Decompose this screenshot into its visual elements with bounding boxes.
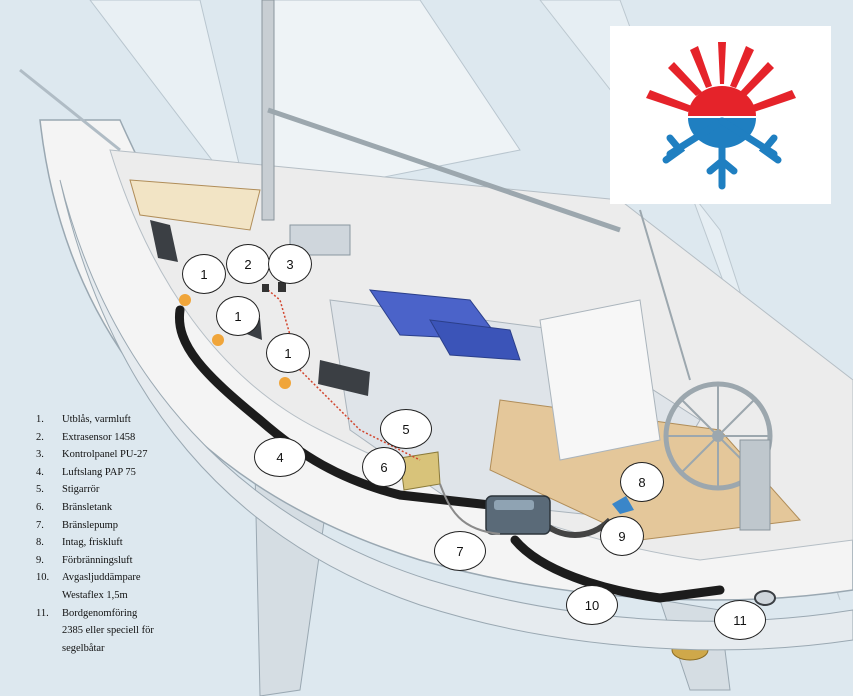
legend-item: 2385 eller speciell för xyxy=(36,622,232,640)
legend-number: 1. xyxy=(36,414,44,425)
fresh-air-intake-icon xyxy=(612,496,634,514)
legend-text: Bordgenomföring xyxy=(62,607,138,619)
legend-number: 4. xyxy=(36,466,44,478)
legend-item: 8. Intag, friskluft xyxy=(36,534,232,552)
callout-5-riser: 5 xyxy=(380,409,432,449)
callout-1-outlet-c: 1 xyxy=(266,333,310,373)
cockpit-bulkhead xyxy=(539,299,661,461)
heater-unit-highlight xyxy=(494,500,534,510)
callout-3-control-panel: 3 xyxy=(268,244,312,284)
legend-text: 2385 eller speciell för xyxy=(62,625,154,637)
outlet-icon-1 xyxy=(179,294,191,306)
legend-text: Extrasensor 1458 xyxy=(62,431,136,443)
legend-number: 8. xyxy=(36,537,44,549)
outlet-icon-2 xyxy=(212,334,224,346)
callout-1-outlet-a: 1 xyxy=(182,254,226,294)
legend-item: segelbåtar xyxy=(36,640,232,658)
callout-2-sensor: 2 xyxy=(226,244,270,284)
legend-item: 7. Bränslepump xyxy=(36,517,232,535)
callout-8-fresh-air-intake: 8 xyxy=(620,462,664,502)
legend-text: Förbränningsluft xyxy=(62,554,133,566)
galley-counter xyxy=(129,179,261,231)
genoa-sail xyxy=(89,0,251,211)
warm-air-hose xyxy=(174,305,495,510)
legend-number: 7. xyxy=(36,519,44,531)
legend-item: Westaflex 1,5m xyxy=(36,587,232,605)
callout-6-fuel-tank: 6 xyxy=(362,447,406,487)
legend-text: Stigarrör xyxy=(62,484,100,496)
legend-number: 6. xyxy=(36,501,44,513)
legend-item: 11. Bordgenomföring xyxy=(36,605,232,623)
exhaust-hose xyxy=(510,535,725,603)
legend-text: segelbåtar xyxy=(62,642,105,654)
legend-text: Westaflex 1,5m xyxy=(62,589,128,601)
legend-number: 5. xyxy=(36,484,44,496)
boom xyxy=(267,107,621,233)
control-wire xyxy=(267,289,421,461)
sun-snowflake-logo-icon xyxy=(646,42,796,190)
control-panel-icon xyxy=(278,282,286,292)
legend-item: 6. Bränsletank xyxy=(36,499,232,517)
callout-9-combustion-air: 9 xyxy=(600,516,644,556)
callout-11-through-hull: 11 xyxy=(714,600,766,640)
porthole-window-1 xyxy=(150,220,178,262)
snowflake-icon xyxy=(662,117,782,190)
legend-item: 1. Utblås, varmluft xyxy=(36,411,232,429)
cabin-seat-blue-2 xyxy=(429,319,521,361)
legend-item: 5. Stigarrör xyxy=(36,481,232,499)
legend-item: 3. Kontrolpanel PU-27 xyxy=(36,446,232,464)
legend-number: 10. xyxy=(36,572,50,584)
bow-rail xyxy=(19,68,121,152)
legend-number: 9. xyxy=(36,554,44,566)
legend-number: 2. xyxy=(36,431,44,443)
logo xyxy=(610,26,831,204)
hull-side xyxy=(59,179,853,651)
stay-wire xyxy=(639,209,691,381)
legend-text: Intag, friskluft xyxy=(62,537,123,549)
legend-item: 9. Förbränningsluft xyxy=(36,552,232,570)
parts-legend: 1. Utblås, varmluft 2. Extrasensor 1458 3.… xyxy=(36,411,232,657)
legend-item: 4. Luftslang PAP 75 xyxy=(36,464,232,482)
legend-text: Bränslepump xyxy=(62,519,118,531)
callout-1-outlet-b: 1 xyxy=(216,296,260,336)
through-hull-fitting-icon xyxy=(754,590,776,606)
fuel-line xyxy=(439,483,501,535)
legend-text: Bränsletank xyxy=(62,501,113,513)
legend-text: Kontrolpanel PU-27 xyxy=(62,449,148,461)
legend-text: Utblås, varmluft xyxy=(62,414,131,425)
sun-rays-icon xyxy=(646,42,796,112)
porthole-window-3 xyxy=(318,360,370,396)
callout-4-air-hose: 4 xyxy=(254,437,306,477)
binnacle xyxy=(739,439,771,531)
steering-wheel-icon xyxy=(663,381,773,491)
sun-half-icon xyxy=(688,86,756,116)
legend-item: 2. Extrasensor 1458 xyxy=(36,429,232,447)
legend-item: 10. Avgasljuddämpare xyxy=(36,569,232,587)
legend-number: 3. xyxy=(36,449,44,461)
legend-text: Luftslang PAP 75 xyxy=(62,466,136,478)
legend-text: Avgasljuddämpare xyxy=(62,572,141,584)
sensor-icon xyxy=(262,284,269,292)
outlet-icon-3 xyxy=(279,377,291,389)
legend-number: 11. xyxy=(36,607,49,619)
callout-7-fuel-pump: 7 xyxy=(434,531,486,571)
fuel-tank xyxy=(399,451,441,491)
callout-10-silencer: 10 xyxy=(566,585,618,625)
